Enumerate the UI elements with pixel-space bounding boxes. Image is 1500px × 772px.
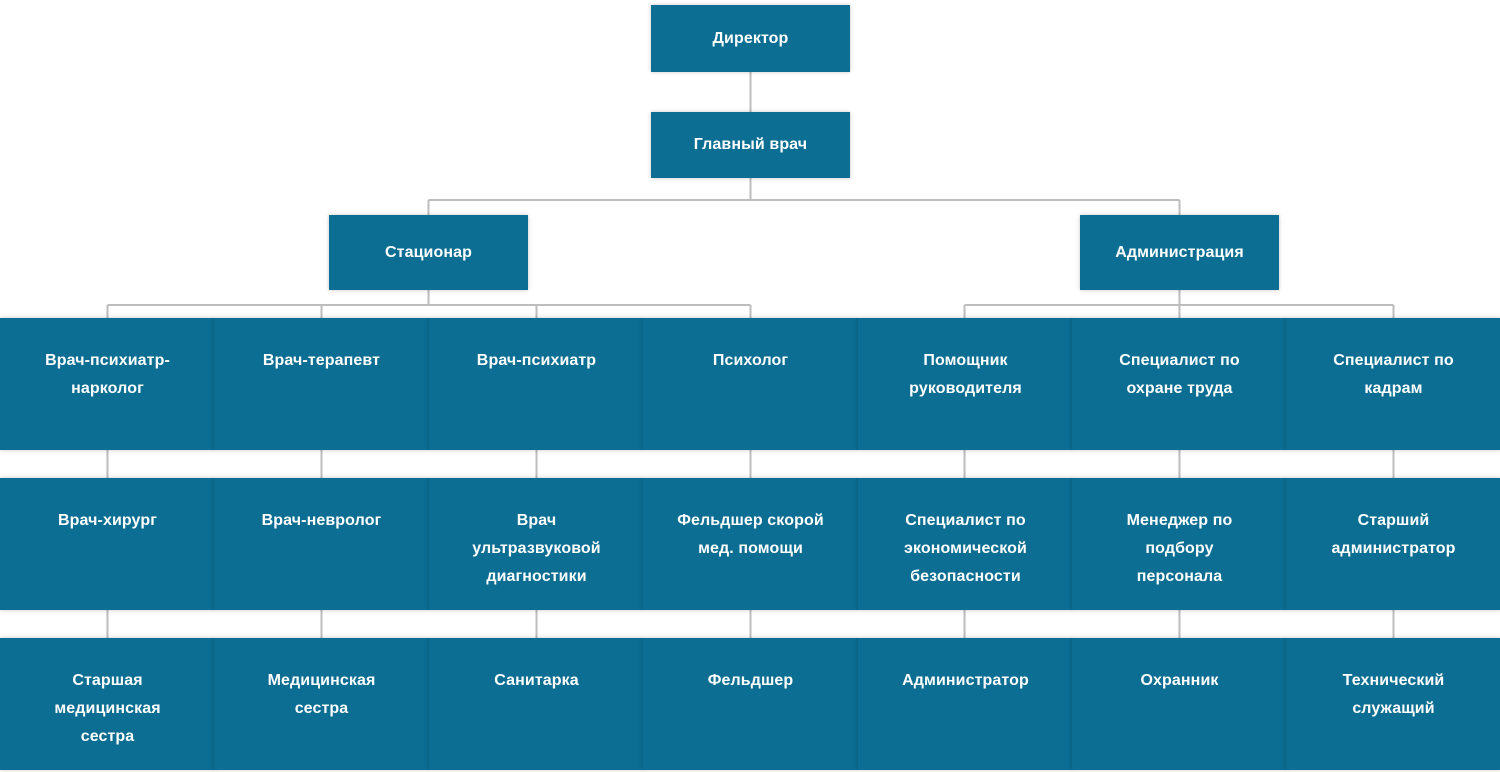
node-r5c7[interactable]: Технический служащий [1286,638,1500,770]
node-chief-doctor[interactable]: Главный врач [651,112,850,178]
node-r5c2[interactable]: Медицинская сестра [214,638,429,770]
node-r3c5-label: Помощник руководителя [909,352,1022,397]
node-r4c5-label: Специалист по экономической безопасности [904,512,1027,585]
node-r5c5[interactable]: Администратор [858,638,1073,770]
node-r3c1[interactable]: Врач-психиатр- нарколог [0,318,215,450]
node-r3c4-label: Психолог [712,352,789,369]
node-r4c4-label: Фельдшер скорой мед. помощи [677,512,824,557]
node-r3c3-label: Врач-психиатр [476,352,597,369]
node-administration[interactable]: Администрация [1080,215,1279,290]
node-hospital[interactable]: Стационар [329,215,528,290]
node-r4c3-label: Врач ультразвуковой диагностики [472,512,601,585]
node-director[interactable]: Директор [651,5,850,72]
node-r5c4-label: Фельдшер [707,672,794,689]
node-chief-doctor-label: Главный врач [693,136,808,153]
node-r4c7-label: Старший администратор [1331,512,1456,557]
node-r4c4[interactable]: Фельдшер скорой мед. помощи [643,478,858,610]
node-r3c1-label: Врач-психиатр- нарколог [45,352,170,397]
node-r3c2-label: Врач-терапевт [262,352,381,369]
node-r4c1[interactable]: Врач-хирург [0,478,215,610]
node-r5c2-label: Медицинская сестра [267,672,376,717]
node-r4c7[interactable]: Старший администратор [1286,478,1500,610]
node-r4c6-label: Менеджер по подбору персонала [1126,512,1233,585]
node-r3c6-label: Специалист по охране труда [1119,352,1240,397]
node-director-label: Директор [712,29,789,47]
node-r5c4[interactable]: Фельдшер [643,638,858,770]
node-r4c5[interactable]: Специалист по экономической безопасности [858,478,1073,610]
node-r5c1-label: Старшая медицинская сестра [54,672,161,745]
node-hospital-label: Стационар [385,243,472,261]
node-r3c5[interactable]: Помощник руководителя [858,318,1073,450]
node-r4c6[interactable]: Менеджер по подбору персонала [1072,478,1287,610]
node-r5c7-label: Технический служащий [1342,672,1445,717]
node-r5c3-label: Санитарка [494,672,579,689]
node-r4c3[interactable]: Врач ультразвуковой диагностики [429,478,644,610]
node-r3c2[interactable]: Врач-терапевт [214,318,429,450]
node-r3c7[interactable]: Специалист по кадрам [1286,318,1500,450]
node-r3c3[interactable]: Врач-психиатр [429,318,644,450]
node-r5c3[interactable]: Санитарка [429,638,644,770]
node-r5c1[interactable]: Старшая медицинская сестра [0,638,215,770]
node-administration-label: Администрация [1115,243,1244,261]
node-r5c6-label: Охранник [1140,672,1219,689]
node-r5c6[interactable]: Охранник [1072,638,1287,770]
node-r3c7-label: Специалист по кадрам [1333,352,1454,397]
node-r4c2[interactable]: Врач-невролог [214,478,429,610]
node-r4c1-label: Врач-хирург [58,512,157,529]
node-r3c6[interactable]: Специалист по охране труда [1072,318,1287,450]
node-r4c2-label: Врач-невролог [261,512,382,529]
node-r5c5-label: Администратор [902,672,1029,689]
node-r3c4[interactable]: Психолог [643,318,858,450]
